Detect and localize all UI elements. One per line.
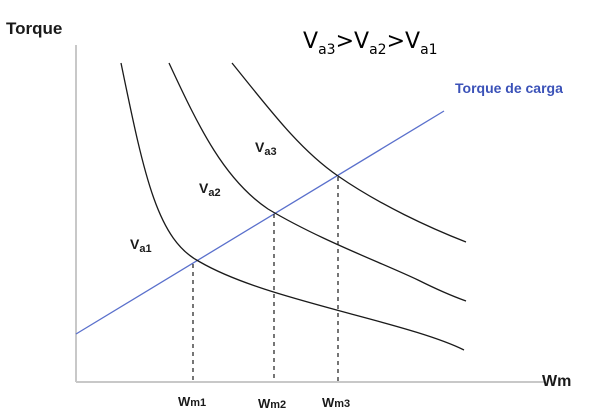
y-axis-label: Torque	[6, 19, 62, 38]
relation-v1: V	[303, 29, 318, 54]
label-wm2-main: W	[258, 396, 271, 411]
curve-va2	[168, 62, 467, 302]
label-wm3-sub: m3	[334, 398, 350, 410]
relation-sub1: a3	[318, 42, 336, 58]
x-axis-label-main: Wm	[542, 373, 571, 390]
x-axis-label: Wm	[542, 373, 571, 390]
curve-label-va3-sub: a3	[264, 146, 276, 158]
voltage-relation: Va3>Va2>Va1	[303, 29, 438, 58]
label-wm2-sub: m2	[270, 399, 286, 411]
curve-label-va1-sub: a1	[139, 243, 151, 255]
load-torque-label: Torque de carga	[455, 80, 563, 96]
label-wm1: Wm1	[178, 394, 206, 409]
curve-label-va3: Va3	[255, 139, 277, 158]
relation-v2: V	[354, 29, 369, 54]
curve-va3	[231, 62, 467, 243]
relation-gt1: >	[336, 29, 354, 54]
label-wm2: Wm2	[258, 396, 286, 411]
curve-label-va3-main: V	[255, 139, 265, 155]
label-wm1-main: W	[178, 394, 191, 409]
curve-label-va1: Va1	[130, 236, 152, 255]
curve-va1	[120, 62, 465, 351]
label-wm3: Wm3	[322, 395, 350, 410]
relation-sub3: a1	[420, 42, 438, 58]
curve-label-va1-main: V	[130, 236, 140, 252]
relation-sub2: a2	[369, 42, 387, 58]
relation-v3: V	[405, 29, 420, 54]
curve-label-va2-main: V	[199, 180, 209, 196]
load-torque-line	[75, 110, 445, 335]
label-wm1-sub: m1	[190, 397, 206, 409]
label-wm3-main: W	[322, 395, 335, 410]
curve-label-va2: Va2	[199, 180, 221, 199]
curve-label-va2-sub: a2	[208, 187, 220, 199]
relation-gt2: >	[387, 29, 405, 54]
